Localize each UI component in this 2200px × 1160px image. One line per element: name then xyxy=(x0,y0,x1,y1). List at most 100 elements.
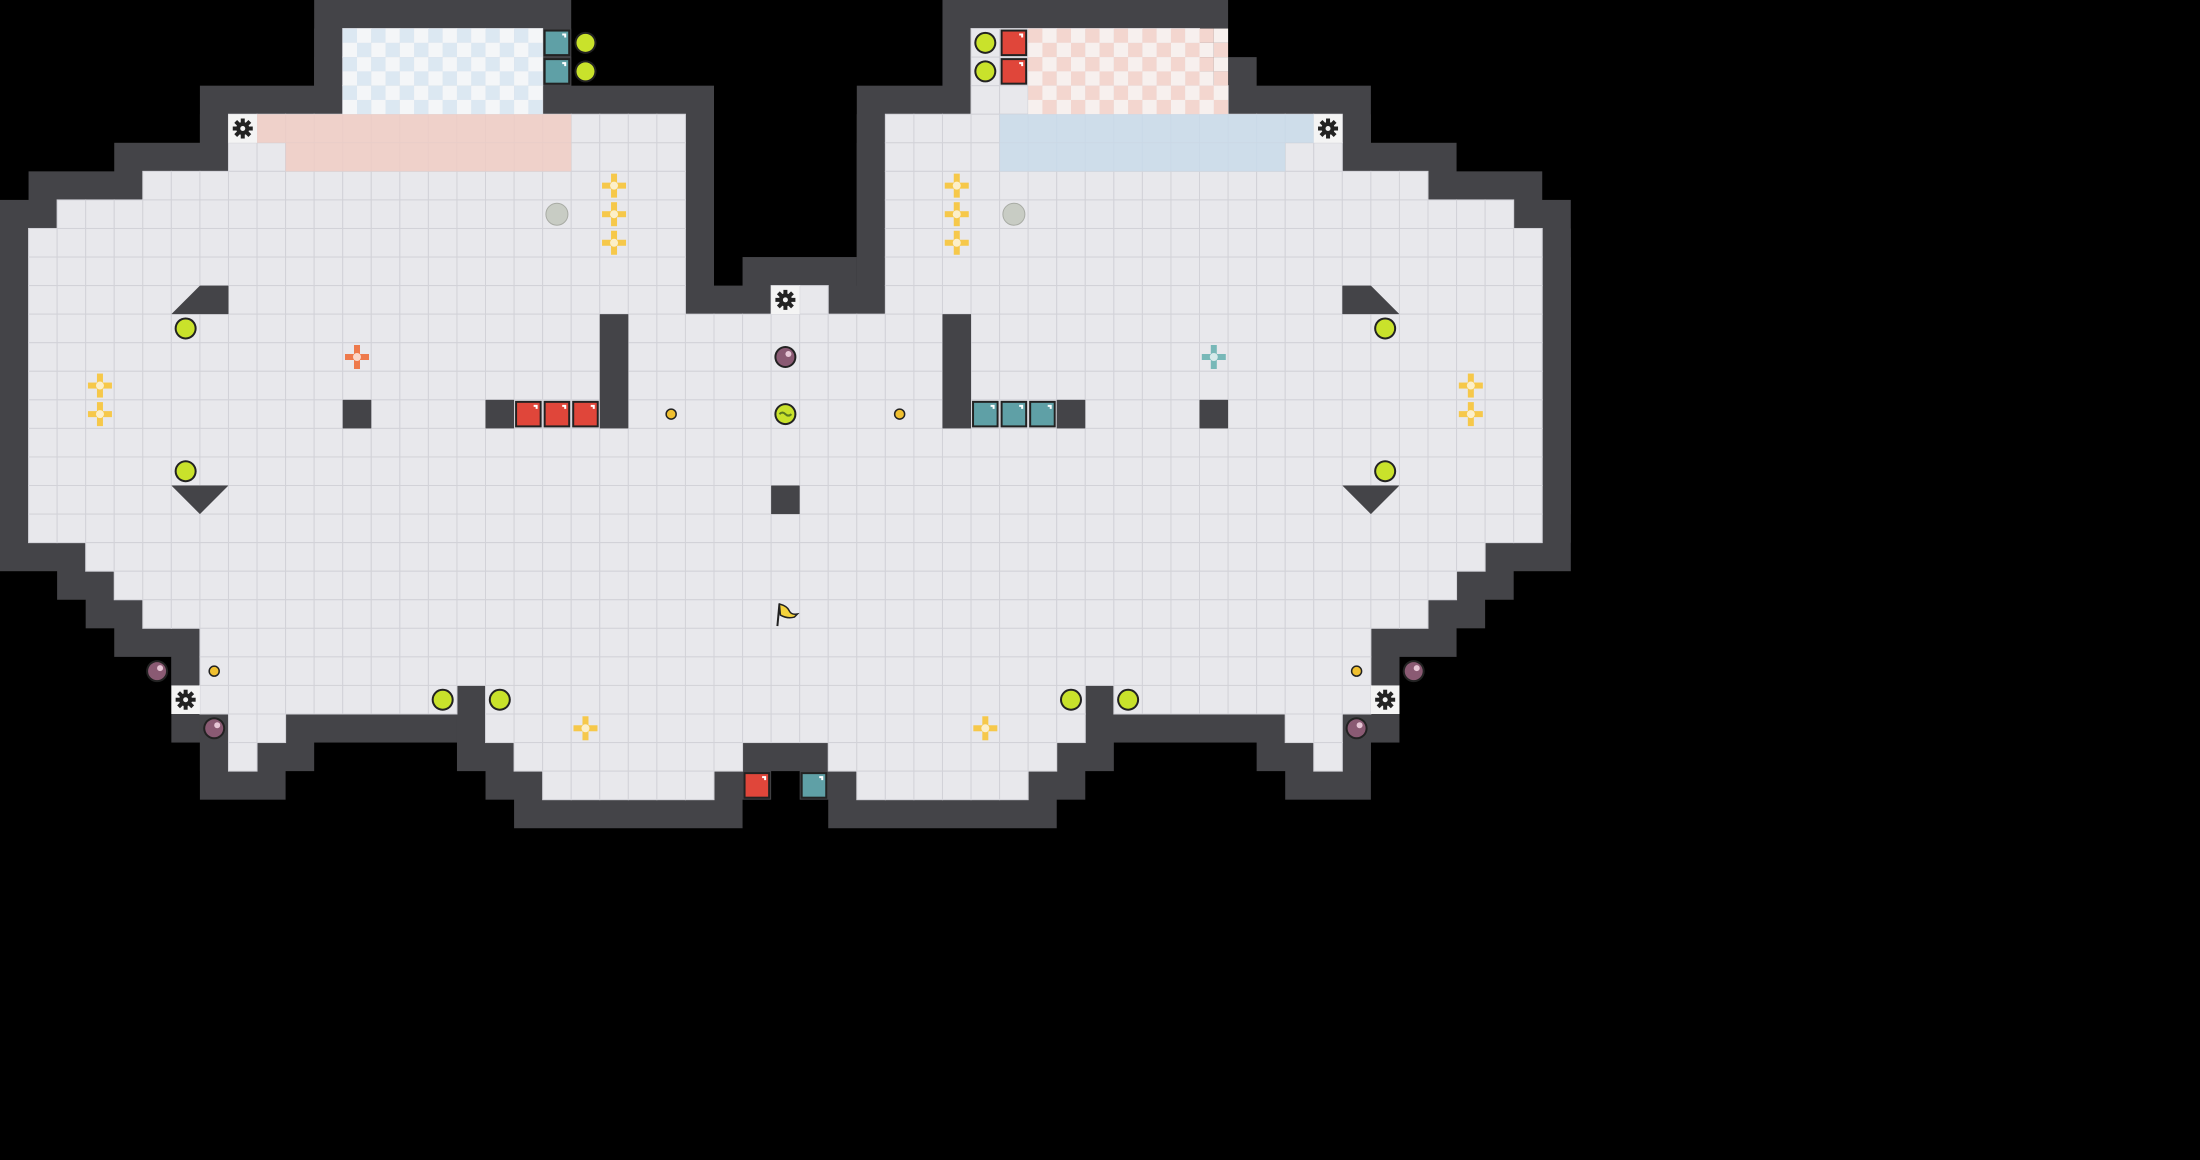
checker-zone-blue xyxy=(371,57,386,72)
floor-tile xyxy=(770,713,801,744)
teal-block-icon-shine xyxy=(1047,404,1052,409)
floor-tile xyxy=(1313,142,1343,172)
floor-tile xyxy=(627,513,658,544)
floor-tile xyxy=(542,227,572,258)
checker-zone-red xyxy=(1042,57,1057,72)
floor-tile xyxy=(684,342,715,372)
floor-tile xyxy=(913,485,943,515)
checker-zone-red xyxy=(1071,57,1086,72)
flag-icon[interactable] xyxy=(776,603,800,627)
floor-tile xyxy=(999,684,1029,715)
floor-tile xyxy=(28,513,58,544)
checker-zone-blue xyxy=(471,85,486,100)
floor-tile xyxy=(1084,427,1115,458)
floor-tile xyxy=(370,170,401,201)
floor-tile xyxy=(999,542,1029,572)
floor-tile xyxy=(827,342,858,372)
floor-tile xyxy=(285,513,315,544)
floor-tile xyxy=(399,227,429,258)
floor-tile xyxy=(713,513,744,544)
checker-zone-blue xyxy=(514,42,529,58)
floor-tile xyxy=(1341,313,1372,344)
floor-tile xyxy=(427,599,458,629)
floor-tile xyxy=(485,170,515,201)
floor-tile xyxy=(999,485,1029,515)
floor-tile xyxy=(1484,199,1515,229)
floor-tile xyxy=(570,684,601,715)
floor-tile xyxy=(456,656,487,686)
floor-tile xyxy=(1341,399,1372,429)
floor-tile xyxy=(199,342,229,372)
floor-tile xyxy=(570,370,601,401)
floor-tile xyxy=(856,399,886,429)
checker-zone-red xyxy=(1213,71,1229,86)
gear-hole xyxy=(183,697,189,703)
gear-icon xyxy=(228,114,258,143)
floor-tile xyxy=(799,656,829,686)
floor-tile xyxy=(1141,199,1172,229)
floor-tile xyxy=(1256,485,1286,515)
floor-tile xyxy=(427,427,458,458)
checker-zone-red xyxy=(1071,85,1086,100)
floor-tile xyxy=(941,485,972,515)
checker-zone-red xyxy=(1199,28,1214,43)
floor-tile xyxy=(1141,456,1172,487)
floor-tile xyxy=(656,570,686,601)
floor-tile xyxy=(856,313,886,344)
floor-tile xyxy=(570,542,601,572)
floor-tile xyxy=(941,285,972,315)
floor-tile xyxy=(1513,513,1543,544)
floor-tile xyxy=(1341,513,1372,544)
floor-tile xyxy=(1113,456,1143,487)
floor-tile xyxy=(1427,342,1458,372)
floor-tile xyxy=(770,656,801,686)
floor-tile xyxy=(627,570,658,601)
floor-tile xyxy=(1370,227,1400,258)
gear-tooth xyxy=(1383,703,1388,710)
floor-tile xyxy=(1113,656,1143,686)
floor-tile xyxy=(1199,599,1229,629)
checker-zone-blue xyxy=(456,57,472,72)
floor-tile xyxy=(1199,199,1229,229)
floor-tile xyxy=(1141,342,1172,372)
floor-tile xyxy=(1027,542,1058,572)
floor-tile xyxy=(742,456,772,487)
red-block-icon-shine xyxy=(533,404,538,409)
floor-tile xyxy=(399,627,429,658)
floor-tile xyxy=(827,684,858,715)
floor-tile xyxy=(285,627,315,658)
floor-tile xyxy=(256,542,287,572)
floor-tile xyxy=(913,256,943,287)
floor-tile xyxy=(1313,542,1343,572)
floor-tile xyxy=(827,570,858,601)
floor-tile xyxy=(313,627,344,658)
floor-tile xyxy=(227,399,258,429)
floor-tile xyxy=(170,399,201,429)
floor-tile xyxy=(56,285,87,315)
floor-tile xyxy=(285,570,315,601)
floor-tile xyxy=(227,485,258,515)
checker-zone-blue xyxy=(456,99,472,115)
floor-tile xyxy=(542,485,572,515)
floor-tile xyxy=(1256,542,1286,572)
floor-tile xyxy=(1398,427,1429,458)
inner-wall xyxy=(599,314,629,429)
floor-tile xyxy=(742,513,772,544)
floor-tile xyxy=(56,456,87,487)
checker-zone-blue xyxy=(371,99,386,115)
floor-tile xyxy=(1199,570,1229,601)
floor-tile xyxy=(542,627,572,658)
checker-zone-blue xyxy=(485,71,500,86)
gear-tooth xyxy=(240,132,245,139)
floor-tile xyxy=(1113,285,1143,315)
floor-tile xyxy=(342,227,372,258)
floor-tile xyxy=(970,142,1001,172)
floor-tile xyxy=(599,656,629,686)
floor-tile xyxy=(456,342,487,372)
floor-tile xyxy=(856,713,886,744)
floor-tile xyxy=(913,427,943,458)
floor-tile xyxy=(770,570,801,601)
floor-tile xyxy=(884,256,915,287)
floor-tile xyxy=(1199,627,1229,658)
